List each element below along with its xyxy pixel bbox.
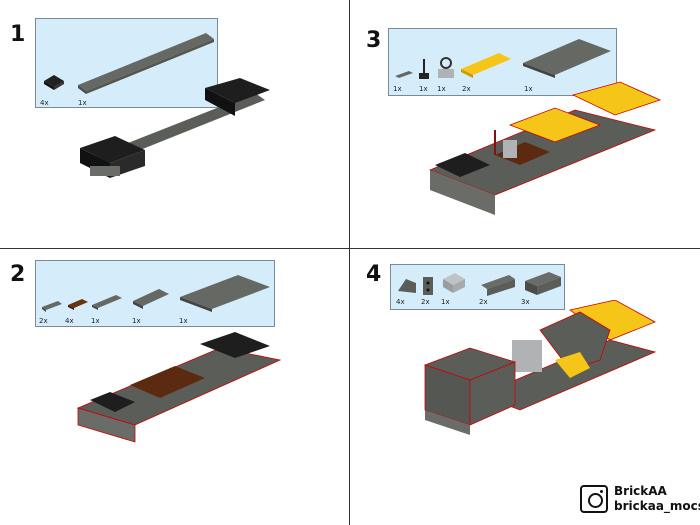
- part-count: 1x: [393, 85, 402, 93]
- part-count: 1x: [419, 85, 428, 93]
- step-2-model: [76, 332, 282, 443]
- part-brick-1x4-holes: [481, 275, 515, 296]
- part-gray-plate-1x4: [92, 295, 122, 310]
- brand-name: BrickAA: [614, 484, 667, 498]
- part-count: 1x: [91, 317, 100, 325]
- part-brick-2x4: [525, 272, 561, 295]
- part-light-gray-plate: [443, 273, 465, 293]
- brand-handle: brickaa_mocs: [614, 499, 700, 513]
- step-3-model: [428, 81, 662, 215]
- part-slope: [398, 279, 416, 293]
- part-count: 2x: [462, 85, 471, 93]
- part-gray-plate-large: [180, 275, 270, 312]
- vertical-divider: [349, 0, 350, 525]
- part-count: 2x: [479, 298, 488, 306]
- part-lever: [419, 59, 429, 79]
- step-number: 1: [10, 22, 26, 47]
- step-1-model: [80, 78, 270, 178]
- parts-callout: 1x 1x 1x 2x 1x: [388, 28, 617, 96]
- part-count: 4x: [65, 317, 74, 325]
- part-count: 1x: [179, 317, 188, 325]
- part-count: 1x: [437, 85, 446, 93]
- part-gray-plate: [42, 301, 62, 312]
- parts-callout: 4x 2x 1x 2x 3x: [390, 264, 565, 310]
- part-count: 4x: [40, 99, 49, 107]
- part-steering-wheel: [438, 57, 454, 78]
- horizontal-divider: [0, 248, 700, 249]
- part-count: 1x: [78, 99, 87, 107]
- part-brick-1x2-holes: [423, 277, 433, 295]
- part-yellow-plate: [461, 53, 511, 78]
- part-black-plate: [44, 75, 64, 90]
- step-number: 3: [366, 28, 382, 53]
- part-gray-plate-2x4: [133, 289, 169, 309]
- part-long-plate: [78, 33, 214, 94]
- part-count: 4x: [396, 298, 405, 306]
- part-count: 1x: [441, 298, 450, 306]
- parts-callout: 2x 4x 1x 1x 1x: [35, 260, 275, 327]
- instagram-icon: [580, 485, 608, 513]
- part-count: 3x: [521, 298, 530, 306]
- step-number: 4: [366, 262, 382, 287]
- part-gray-plate: [395, 71, 413, 78]
- step-4-model: [423, 300, 657, 435]
- parts-callout: 4x 1x: [35, 18, 218, 108]
- part-count: 2x: [39, 317, 48, 325]
- part-count: 2x: [421, 298, 430, 306]
- part-gray-plate-large: [523, 39, 611, 78]
- step-number: 2: [10, 262, 26, 287]
- part-brown-plate: [68, 299, 88, 310]
- part-count: 1x: [524, 85, 533, 93]
- part-count: 1x: [132, 317, 141, 325]
- brand-logo: BrickAA brickaa_mocs: [580, 484, 700, 514]
